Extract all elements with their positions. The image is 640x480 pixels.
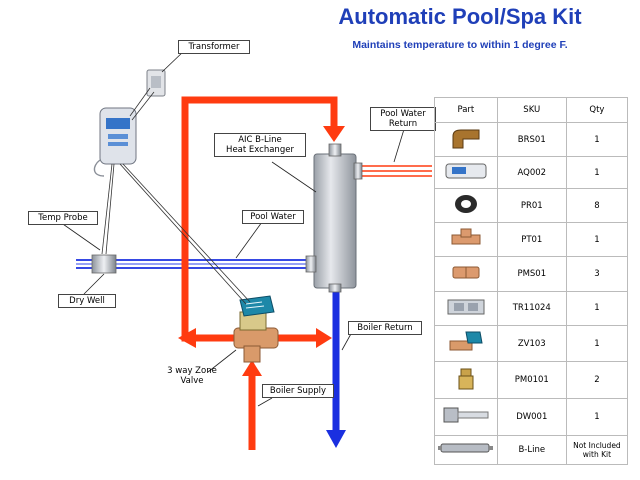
sku-cell: DW001 bbox=[496, 397, 567, 436]
parts-table: Part SKU Qty BRS01 1 AQ002 1 PR01 8 bbox=[434, 97, 629, 466]
qty-cell: 8 bbox=[565, 187, 629, 224]
transformer-icon bbox=[447, 299, 485, 315]
zone-valve bbox=[233, 295, 279, 363]
pool-water-return-pipe bbox=[358, 165, 432, 177]
table-row: PMS01 3 bbox=[434, 256, 629, 292]
label-line: Pool Water bbox=[380, 109, 426, 119]
copper-tee-icon bbox=[451, 228, 481, 245]
qty-cell: 1 bbox=[565, 290, 629, 326]
part-image-cell bbox=[434, 324, 498, 363]
sku-cell: BRS01 bbox=[496, 121, 567, 158]
col-header-qty: Qty bbox=[565, 97, 629, 123]
qty-cell: 1 bbox=[565, 121, 629, 158]
sku-cell: PT01 bbox=[496, 222, 567, 258]
part-image-cell bbox=[434, 156, 498, 189]
sku-cell: PR01 bbox=[496, 187, 567, 224]
dry-well-fitting bbox=[91, 254, 117, 274]
qty-cell: 1 bbox=[565, 222, 629, 258]
heat-exchanger-icon bbox=[437, 443, 493, 453]
page-subtitle: Maintains temperature to within 1 degree… bbox=[352, 39, 568, 51]
part-image-cell bbox=[434, 434, 498, 466]
label-line: Return bbox=[388, 119, 418, 129]
table-row: B-Line Not Included with Kit bbox=[434, 434, 629, 466]
label-line: Heat Exchanger bbox=[226, 145, 294, 155]
qty-cell: 1 bbox=[565, 397, 629, 436]
thermostat-controller bbox=[93, 107, 137, 177]
arrow-up bbox=[242, 360, 262, 376]
qty-cell: Not Included with Kit bbox=[565, 434, 629, 466]
qty-note-line: Not Included bbox=[573, 440, 621, 450]
label-temp-probe: Temp Probe bbox=[28, 211, 98, 225]
arrow-down bbox=[326, 430, 346, 448]
col-header-sku: SKU bbox=[496, 97, 567, 123]
part-image-cell bbox=[434, 256, 498, 292]
transformer bbox=[146, 69, 166, 97]
label-dry-well: Dry Well bbox=[58, 294, 116, 308]
label-line: AIC B-Line bbox=[238, 135, 282, 145]
table-row: PM0101 2 bbox=[434, 361, 629, 399]
dry-well-icon bbox=[443, 407, 489, 423]
arrow-right bbox=[316, 328, 332, 348]
control-wires bbox=[101, 87, 251, 305]
table-header-row: Part SKU Qty bbox=[434, 97, 629, 123]
table-row: ZV103 1 bbox=[434, 324, 629, 363]
label-boiler-supply: Boiler Supply bbox=[262, 384, 334, 398]
qty-cell: 3 bbox=[565, 256, 629, 292]
qty-note-line: with Kit bbox=[582, 449, 612, 459]
arrow-into-exchanger bbox=[323, 126, 345, 142]
label-pool-water-return: Pool Water Return bbox=[370, 107, 436, 131]
table-row: BRS01 1 bbox=[434, 121, 629, 158]
sku-cell: AQ002 bbox=[496, 156, 567, 189]
sku-cell: TR11024 bbox=[496, 290, 567, 326]
part-image-cell bbox=[434, 187, 498, 224]
label-pool-water: Pool Water bbox=[242, 210, 304, 224]
label-line: Valve bbox=[180, 376, 204, 386]
thermostat-controller-icon bbox=[445, 163, 487, 179]
sku-cell: PMS01 bbox=[496, 256, 567, 292]
page-title: Automatic Pool/Spa Kit bbox=[338, 4, 582, 29]
sku-cell: B-Line bbox=[496, 434, 567, 466]
part-image-cell bbox=[434, 361, 498, 399]
zone-valve-icon bbox=[449, 331, 483, 351]
table-row: TR11024 1 bbox=[434, 290, 629, 326]
label-line: 3 way Zone bbox=[167, 366, 217, 376]
arrow-left bbox=[178, 328, 196, 348]
qty-cell: 2 bbox=[565, 361, 629, 399]
rubber-ring-icon bbox=[454, 195, 477, 214]
brass-adapter-icon bbox=[458, 368, 474, 390]
label-heat-exchanger: AIC B-Line Heat Exchanger bbox=[214, 133, 306, 157]
table-row: AQ002 1 bbox=[434, 156, 629, 189]
table-row: DW001 1 bbox=[434, 397, 629, 436]
part-image-cell bbox=[434, 121, 498, 158]
hot-loop-pipe bbox=[181, 96, 338, 342]
col-header-part: Part bbox=[434, 97, 498, 123]
part-image-cell bbox=[434, 290, 498, 326]
qty-cell: 1 bbox=[565, 156, 629, 189]
table-row: PR01 8 bbox=[434, 187, 629, 224]
heat-exchanger bbox=[305, 143, 363, 293]
sku-cell: ZV103 bbox=[496, 324, 567, 363]
table-row: PT01 1 bbox=[434, 222, 629, 258]
label-boiler-return: Boiler Return bbox=[348, 321, 422, 335]
label-transformer: Transformer bbox=[178, 40, 250, 54]
part-image-cell bbox=[434, 397, 498, 436]
copper-coupling-icon bbox=[452, 266, 480, 279]
qty-cell: 1 bbox=[565, 324, 629, 363]
elbow-fitting-icon bbox=[452, 129, 480, 149]
part-image-cell bbox=[434, 222, 498, 258]
sku-cell: PM0101 bbox=[496, 361, 567, 399]
label-zone-valve: 3 way Zone Valve bbox=[160, 366, 224, 386]
